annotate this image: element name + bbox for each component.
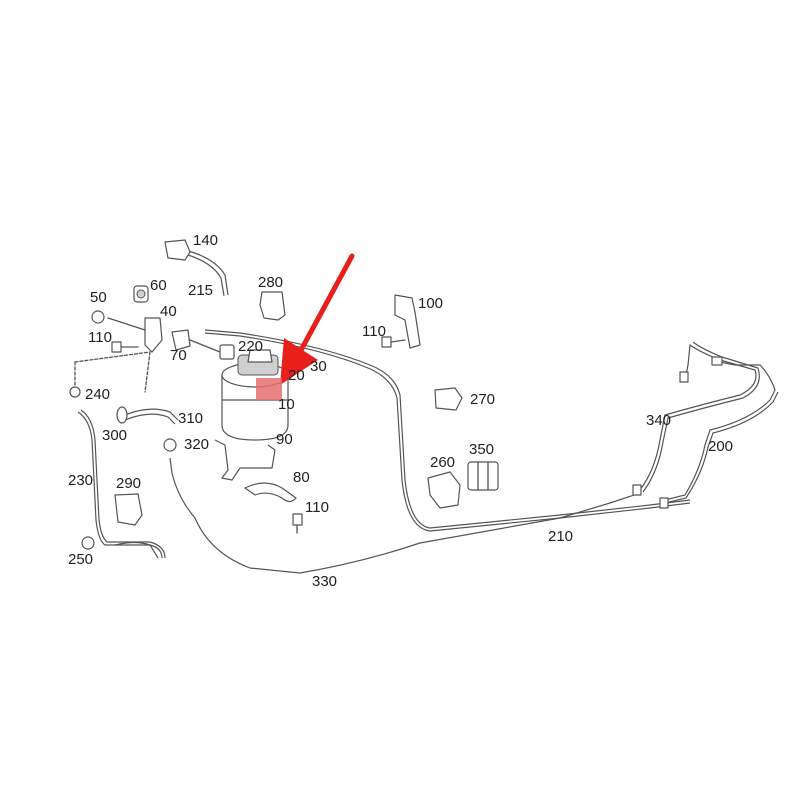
fuel-line-200 xyxy=(664,361,776,501)
label-310: 310 xyxy=(178,410,203,427)
label-20: 20 xyxy=(288,367,305,384)
label-100: 100 xyxy=(418,295,443,312)
bolt-110-right xyxy=(381,336,406,348)
label-230: 230 xyxy=(68,472,93,489)
label-290: 290 xyxy=(116,475,141,492)
label-140: 140 xyxy=(193,232,218,249)
label-320: 320 xyxy=(184,436,209,453)
fuel-line-230 xyxy=(77,411,163,559)
clip-320 xyxy=(163,438,177,452)
connector-right-top xyxy=(711,356,723,366)
bolt-110-left xyxy=(111,341,139,353)
connector-right-mid xyxy=(632,484,642,496)
valve-40 xyxy=(144,317,163,353)
leader-lines xyxy=(74,317,221,393)
label-110-lower: 110 xyxy=(305,499,329,516)
label-280: 280 xyxy=(258,274,283,291)
label-10: 10 xyxy=(278,396,295,413)
label-330: 330 xyxy=(312,573,337,590)
label-260: 260 xyxy=(430,454,455,471)
label-215: 215 xyxy=(188,282,213,299)
sensor-60 xyxy=(133,285,149,303)
clip-250 xyxy=(81,536,95,550)
bracket-280 xyxy=(259,291,286,321)
label-70: 70 xyxy=(170,347,187,364)
bracket-100 xyxy=(394,294,421,349)
arrow-shaft xyxy=(297,253,355,355)
grommet-70 xyxy=(171,329,191,351)
label-200: 200 xyxy=(708,438,733,455)
hose-310 xyxy=(124,408,179,421)
fuel-lines xyxy=(77,249,779,574)
bracket-90 xyxy=(214,439,276,481)
label-40: 40 xyxy=(160,303,177,320)
part-labels: 140 60 215 280 100 50 40 110 110 70 220 … xyxy=(68,232,733,590)
fuel-line-340 xyxy=(639,343,757,491)
arrow-head xyxy=(280,338,318,385)
label-300: 300 xyxy=(102,427,127,444)
hose-140 xyxy=(184,249,229,296)
clip-240 xyxy=(69,386,81,398)
label-340: 340 xyxy=(646,412,671,429)
clamp-300 xyxy=(116,406,128,424)
holder-260 xyxy=(427,471,461,509)
connector-right-upper xyxy=(679,371,689,383)
label-350: 350 xyxy=(469,441,494,458)
bracket-290 xyxy=(114,493,143,526)
clip-50 xyxy=(91,310,105,324)
label-110-right: 110 xyxy=(362,323,386,340)
label-210: 210 xyxy=(548,528,573,545)
bolt-110-lower xyxy=(292,513,303,534)
label-250: 250 xyxy=(68,551,93,568)
clamp-270 xyxy=(434,387,463,411)
label-270: 270 xyxy=(470,391,495,408)
label-110-left: 110 xyxy=(88,329,112,346)
holder-350 xyxy=(467,461,499,491)
label-90: 90 xyxy=(276,431,293,448)
label-50: 50 xyxy=(90,289,107,306)
label-60: 60 xyxy=(150,277,167,294)
label-30: 30 xyxy=(310,358,327,375)
label-80: 80 xyxy=(293,469,310,486)
bracket-80 xyxy=(244,482,297,503)
connector-right-lower xyxy=(659,497,669,509)
label-220: 220 xyxy=(238,338,263,355)
connector-140 xyxy=(164,239,191,261)
clamp-220 xyxy=(219,344,235,360)
label-240: 240 xyxy=(85,386,110,403)
callout-arrow xyxy=(280,253,355,385)
fuel-line-210 xyxy=(204,329,691,529)
hose-290 xyxy=(114,541,159,559)
parts xyxy=(69,239,723,550)
highlight-box xyxy=(256,378,282,400)
